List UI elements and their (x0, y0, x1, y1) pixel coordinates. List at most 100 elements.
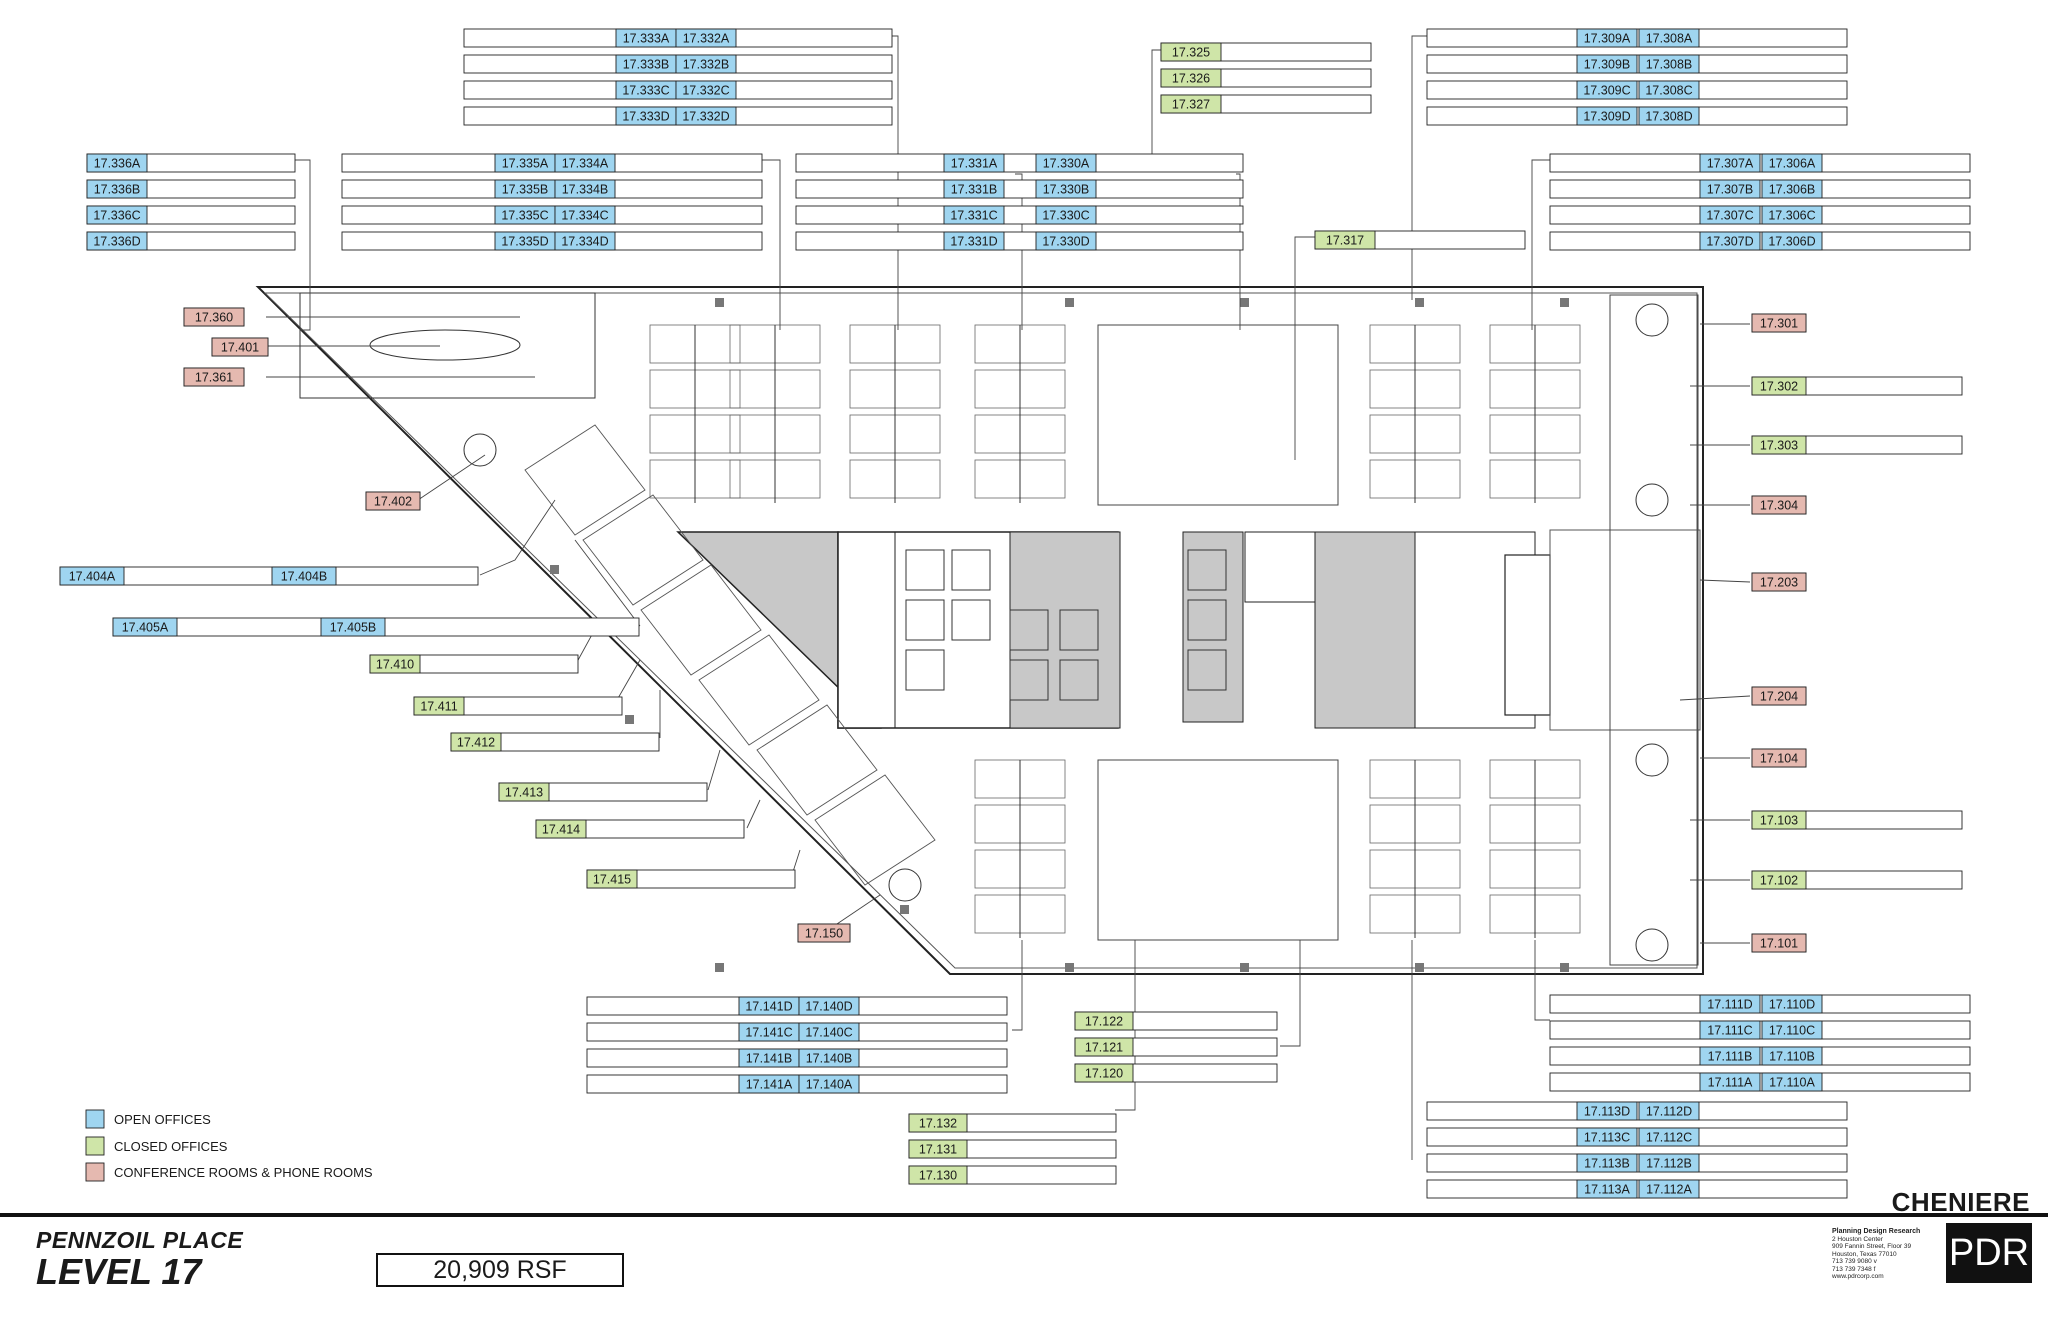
legend-label: CONFERENCE ROOMS & PHONE ROOMS (114, 1165, 373, 1180)
diagonal-office (756, 704, 878, 816)
room-number: 17.334D (561, 235, 608, 249)
room-tag-swatch (1576, 1179, 1638, 1199)
room-tag-swatch (798, 996, 860, 1016)
room-number: 17.412 (457, 736, 495, 750)
room-number: 17.335C (501, 209, 548, 223)
elevator-cab (1059, 609, 1099, 651)
room-tag-swatch (797, 923, 851, 943)
diagonal-office (524, 424, 646, 536)
room-tag-swatch (450, 732, 502, 752)
room-number: 17.309C (1583, 84, 1630, 98)
room-tag-swatch (86, 205, 148, 225)
leader-line (1531, 159, 1550, 330)
room-number: 17.309B (1584, 58, 1631, 72)
round-table (463, 433, 497, 467)
room-number: 17.309D (1583, 110, 1630, 124)
room-number: 17.304 (1760, 499, 1798, 513)
elevator-cab (1187, 649, 1227, 691)
office-block (1097, 759, 1339, 941)
room-number: 17.330D (1042, 235, 1089, 249)
leader-line (1534, 940, 1550, 1021)
room-tag-swatch (112, 617, 178, 637)
room-number: 17.140A (806, 1078, 853, 1092)
room-number: 17.204 (1760, 690, 1798, 704)
round-table (1635, 483, 1669, 517)
room-number: 17.112B (1646, 1157, 1692, 1171)
room-number: 17.150 (805, 927, 843, 941)
room-tag-swatch (943, 179, 1005, 199)
room-number: 17.306B (1769, 183, 1816, 197)
room-number: 17.336D (93, 235, 140, 249)
room-tag-swatch (675, 28, 737, 48)
room-number: 17.141B (746, 1052, 793, 1066)
column (1560, 298, 1569, 307)
leader-line (1115, 940, 1136, 1111)
room-number: 17.122 (1085, 1015, 1123, 1029)
elevator-cab (1009, 609, 1049, 651)
room-tag-swatch (554, 153, 616, 173)
room-number: 17.330A (1043, 157, 1090, 171)
room-number: 17.111B (1708, 1050, 1753, 1064)
room-number: 17.410 (376, 658, 414, 672)
firm-address-line: 2 Houston Center (1832, 1235, 1883, 1243)
room-number: 17.307B (1707, 183, 1754, 197)
title-rule (0, 1213, 2048, 1217)
room-tag-swatch (369, 654, 421, 674)
room-tag-swatch (798, 1022, 860, 1042)
room-number: 17.405B (330, 621, 377, 635)
room-tag-swatch (59, 566, 125, 586)
room-tag-swatch (1751, 748, 1807, 768)
room-tag-swatch (675, 54, 737, 74)
room-number: 17.413 (505, 786, 543, 800)
room-tag-swatch (1576, 106, 1638, 126)
elevator-cab (1009, 659, 1049, 701)
room-tag-swatch (1638, 54, 1700, 74)
room-tag-swatch (908, 1165, 968, 1185)
title-block: CHENIERE PENNZOIL PLACE LEVEL 17 20,909 … (0, 1187, 2048, 1325)
room-number: 17.111C (1707, 1024, 1752, 1038)
column (1560, 963, 1569, 972)
column (550, 565, 559, 574)
room-tag-swatch (1576, 54, 1638, 74)
room-tag-swatch (1638, 1127, 1700, 1147)
room-number: 17.336A (94, 157, 141, 171)
leader-line (574, 539, 641, 627)
room-tag-swatch (1638, 80, 1700, 100)
column (1240, 298, 1249, 307)
room-tag-swatch (1751, 686, 1807, 706)
column (1065, 298, 1074, 307)
room-tag-swatch (1761, 231, 1823, 251)
room-number: 17.102 (1760, 874, 1798, 888)
stair-core (1009, 531, 1121, 729)
room-tag-swatch (1699, 1020, 1761, 1040)
leader-line (1411, 35, 1430, 300)
room-number: 17.333C (622, 84, 669, 98)
kitchen-stair (1504, 554, 1551, 716)
room-tag-swatch (1751, 313, 1807, 333)
firm-address-line: www.pdrcorp.com (1832, 1273, 1884, 1280)
room-number: 17.301 (1760, 317, 1798, 331)
boardroom (299, 292, 596, 399)
room-number: 17.330C (1042, 209, 1089, 223)
leader-line (479, 499, 556, 576)
room-tag-swatch (908, 1139, 968, 1159)
column (1415, 298, 1424, 307)
room-number: 17.203 (1760, 576, 1798, 590)
elevator-cab (1187, 549, 1227, 591)
elevator-cab (905, 649, 945, 691)
room-tag-frame (795, 153, 1244, 173)
level-name: LEVEL 17 (36, 1251, 202, 1292)
building-inner-line (263, 292, 1698, 969)
leader-line (1236, 173, 1241, 330)
leader-line (1012, 940, 1023, 1031)
room-tag-frame (795, 205, 1244, 225)
room-tag-swatch (943, 231, 1005, 251)
room-number: 17.113D (1584, 1105, 1630, 1119)
client-name: CHENIERE (1891, 1187, 2030, 1217)
room-number: 17.141C (745, 1026, 792, 1040)
area-box: 20,909 RSF (376, 1253, 624, 1287)
room-tag-swatch (554, 205, 616, 225)
firm-address-line: 713 739 7348 f (1832, 1265, 1876, 1273)
room-number: 17.110C (1769, 1024, 1815, 1038)
